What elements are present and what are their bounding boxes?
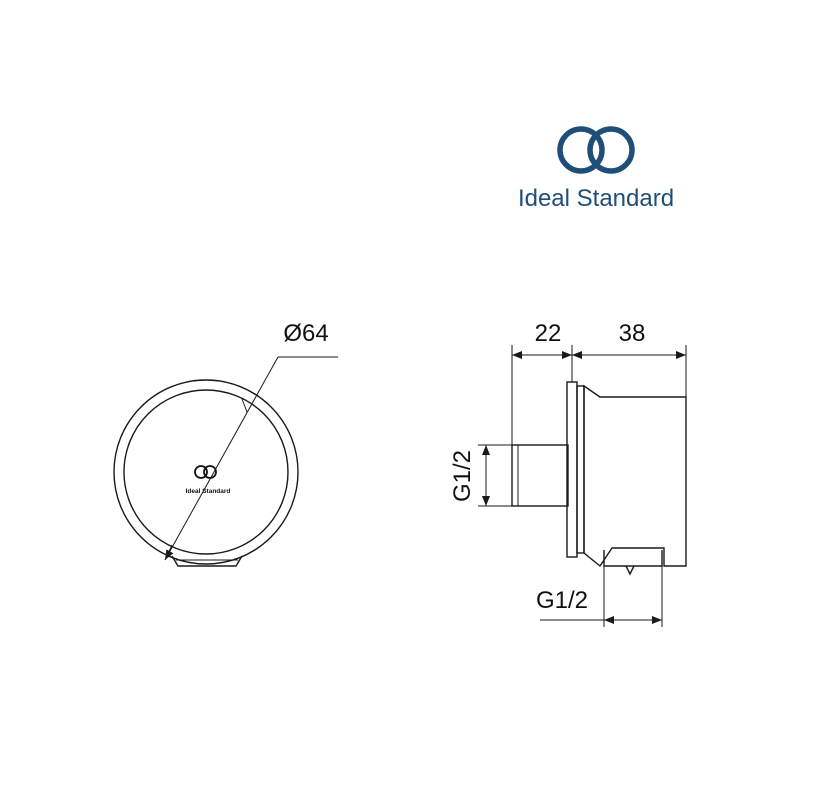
inlet-nipple: [511, 444, 569, 507]
diameter-dimension-line: [164, 356, 279, 561]
brand-logo: Ideal Standard: [518, 126, 674, 212]
front-view: Ideal Standard Ø64: [113, 320, 338, 567]
engraved-brand: Ideal Standard: [186, 488, 231, 495]
inner-face: [123, 389, 289, 555]
inlet-thread-label: G1/2: [449, 450, 476, 502]
outlet-body: [583, 384, 687, 568]
brand-name: Ideal Standard: [518, 185, 674, 212]
interlinked-rings-logo-icon: [557, 126, 635, 174]
side-view: 22 38 G1/2 G1/2: [449, 320, 687, 627]
outlet-thread-label: G1/2: [536, 587, 588, 614]
engraved-logo-icon: [194, 465, 217, 479]
outer-ring: [113, 379, 299, 565]
diameter-label: Ø64: [283, 320, 328, 347]
outlet-spout: [603, 550, 663, 567]
depth-body-label: 38: [619, 320, 646, 347]
depth-nipple-label: 22: [535, 320, 562, 347]
